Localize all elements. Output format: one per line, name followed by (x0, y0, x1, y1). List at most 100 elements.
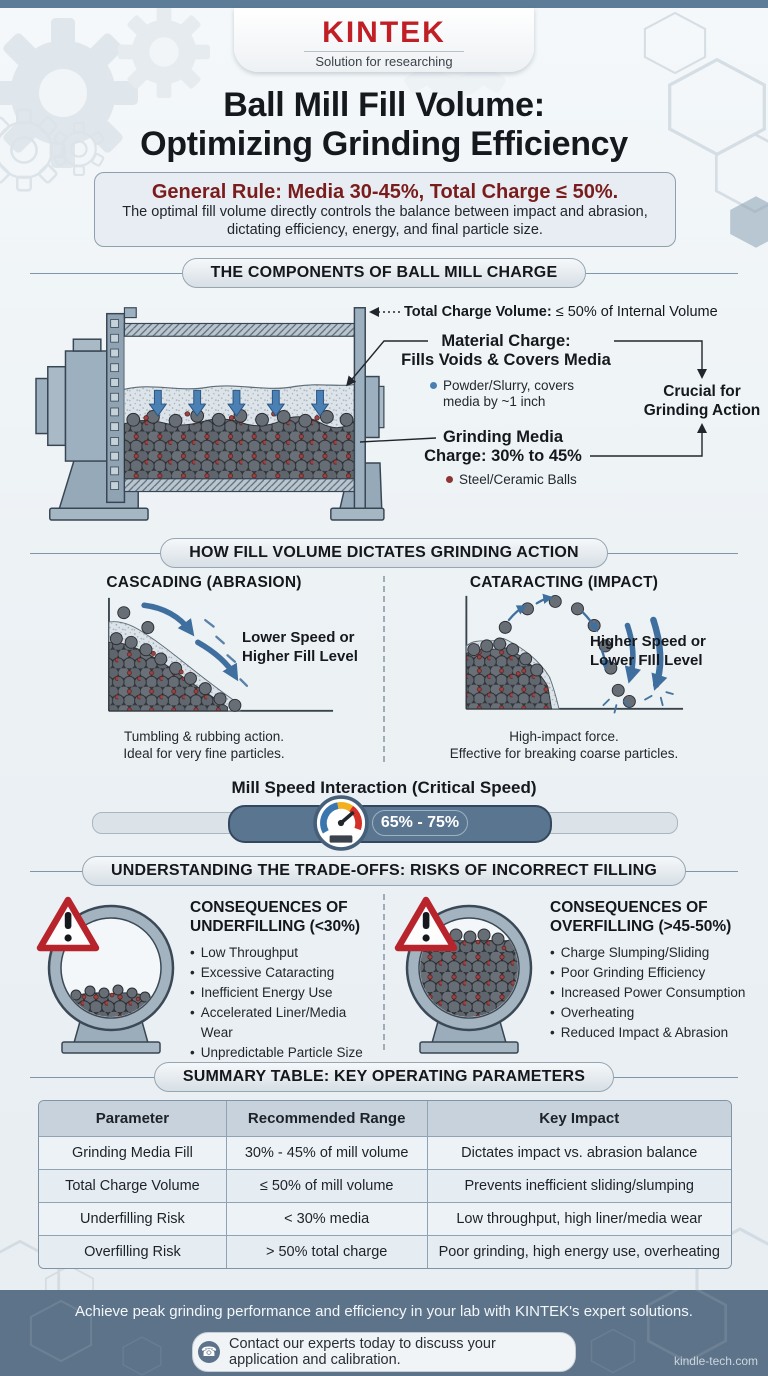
summary-table-header-row: Parameter Recommended Range Key Impact (39, 1101, 731, 1136)
material-charge-line2: Fills Voids & Covers Media (401, 351, 611, 369)
table-cell: Poor grinding, high energy use, overheat… (426, 1235, 731, 1268)
phone-icon: ☎ (198, 1341, 220, 1363)
table-row: Grinding Media Fill 30% - 45% of mill vo… (39, 1136, 731, 1169)
material-charge-line1: Material Charge: (441, 332, 571, 350)
top-bar (0, 0, 768, 8)
brand-divider (304, 51, 464, 52)
material-charge-annotation: Material Charge: Fills Voids & Covers Me… (400, 332, 612, 370)
cataracting-diagram (465, 593, 684, 714)
hexagon-icon (643, 11, 707, 75)
list-item: •Charge Slumping/Sliding (550, 945, 710, 960)
contact-button[interactable]: ☎ Contact our experts today to discuss y… (192, 1332, 576, 1372)
table-cell: ≤ 50% of mill volume (225, 1169, 427, 1202)
hexagon-icon (122, 1336, 162, 1376)
media-charge-annotation: Grinding Media Charge: 30% to 45% (394, 428, 612, 466)
site-link[interactable]: kindle-tech.com (673, 1354, 758, 1368)
table-cell: Underfilling Risk (39, 1202, 226, 1235)
cascading-title: CASCADING (ABRASION) (106, 574, 302, 591)
column-divider (383, 576, 385, 762)
table-cell: > 50% total charge (225, 1235, 427, 1268)
section-header-pill: HOW FILL VOLUME DICTATES GRINDING ACTION (160, 538, 608, 568)
speedometer-gauge-icon (313, 795, 369, 851)
section-header-action: HOW FILL VOLUME DICTATES GRINDING ACTION (0, 538, 768, 570)
speed-range-badge: 65% - 75% (372, 810, 468, 836)
crucial-line1: Crucial for (663, 383, 741, 400)
list-item: •Low Throughput (190, 945, 299, 960)
section-header-pill: SUMMARY TABLE: KEY OPERATING PARAMETERS (153, 1062, 615, 1092)
cataracting-caption: High-impact force.Effective for breaking… (449, 729, 679, 761)
crucial-annotation: Crucial for Grinding Action (636, 382, 768, 420)
page-title-line1: Ball Mill Fill Volume: (223, 86, 545, 124)
general-rule-body-line1: The optimal fill volume directly control… (122, 204, 648, 220)
cascading-caption: Tumbling & rubbing action.Ideal for very… (123, 729, 285, 761)
total-charge-value: ≤ 50% of Internal Volume (555, 304, 718, 320)
underfilling-list: •Low Throughput •Excessive Cataracting •… (190, 943, 380, 1063)
header-cell: Key Impact (426, 1101, 731, 1136)
general-rule-box: General Rule: Media 30-45%, Total Charge… (94, 172, 676, 247)
red-bullet-icon (446, 476, 453, 483)
footer-message: Achieve peak grinding performance and ef… (75, 1303, 693, 1320)
media-bullet: Steel/Ceramic Balls (446, 472, 616, 488)
warning-triangle-icon (36, 896, 100, 952)
page-title-line2: Optimizing Grinding Efficiency (140, 125, 628, 163)
contact-button-label: Contact our experts today to discuss you… (229, 1336, 496, 1368)
list-item: •Reduced Impact & Abrasion (550, 1025, 729, 1040)
list-item: •Unpredictable Particle Size (190, 1045, 363, 1060)
cataracting-title: CATARACTING (IMPACT) (469, 574, 659, 591)
cascading-diagram (108, 597, 334, 712)
brand-logo: KINTEK (322, 16, 446, 49)
list-item: •Inefficient Energy Use (190, 985, 333, 1000)
table-cell: Low throughput, high liner/media wear (426, 1202, 731, 1235)
footer: Achieve peak grinding performance and ef… (0, 1290, 768, 1376)
table-cell: Prevents inefficient sliding/slumping (426, 1169, 731, 1202)
list-item: •Poor Grinding Efficiency (550, 965, 706, 980)
ball-mill-cross-section-illustration (35, 307, 385, 521)
table-row: Overfilling Risk > 50% total charge Poor… (39, 1235, 731, 1268)
overfilled-mill-illustration (394, 896, 533, 1054)
section-header-components: THE COMPONENTS OF BALL MILL CHARGE (0, 258, 768, 290)
header-cell: Recommended Range (225, 1101, 427, 1136)
speed-section-title: Mill Speed Interaction (Critical Speed) (231, 778, 537, 797)
speed-slider-fill[interactable] (228, 805, 552, 843)
table-cell: Total Charge Volume (39, 1169, 226, 1202)
table-row: Total Charge Volume ≤ 50% of mill volume… (39, 1169, 731, 1202)
list-item: •Overheating (550, 1005, 635, 1020)
blue-bullet-icon (430, 382, 437, 389)
brand-header: KINTEK Solution for researching (234, 8, 534, 72)
list-item: •Excessive Cataracting (190, 965, 335, 980)
media-bullet-text: Steel/Ceramic Balls (459, 472, 577, 487)
hexagon-icon (730, 196, 768, 248)
total-charge-label: Total Charge Volume: (404, 304, 552, 320)
page-title: Ball Mill Fill Volume: Optimizing Grindi… (0, 86, 768, 164)
material-bullet-text: Powder/Slurry, covers media by ~1 inch (443, 378, 575, 409)
total-charge-annotation: Total Charge Volume: ≤ 50% of Internal V… (404, 304, 718, 320)
media-charge-line1: Grinding Media (442, 428, 564, 446)
media-charge-line2: Charge: 30% to 45% (424, 447, 582, 465)
underfilled-mill-illustration (36, 896, 175, 1054)
list-item: •Increased Power Consumption (550, 985, 746, 1000)
table-cell: Grinding Media Fill (39, 1136, 226, 1169)
table-row: Underfilling Risk < 30% media Low throug… (39, 1202, 731, 1235)
hexagon-icon (590, 1328, 636, 1374)
overfilling-list: •Charge Slumping/Sliding •Poor Grinding … (550, 943, 758, 1043)
general-rule-body-line2: dictating efficiency, energy, and final … (227, 221, 543, 238)
header-cell: Parameter (39, 1101, 226, 1136)
table-cell: < 30% media (225, 1202, 427, 1235)
brand-tagline: Solution for researching (315, 54, 453, 69)
crucial-line2: Grinding Action (643, 402, 761, 419)
gear-icon (118, 6, 210, 98)
list-item: •Accelerated Liner/Media Wear (190, 1005, 347, 1040)
table-cell: Overfilling Risk (39, 1235, 226, 1268)
section-header-pill: THE COMPONENTS OF BALL MILL CHARGE (181, 258, 587, 288)
table-cell: 30% - 45% of mill volume (225, 1136, 427, 1169)
general-rule-headline: General Rule: Media 30-45%, Total Charge… (151, 181, 619, 203)
table-cell: Dictates impact vs. abrasion balance (426, 1136, 731, 1169)
material-bullet: Powder/Slurry, covers media by ~1 inch (430, 378, 600, 410)
